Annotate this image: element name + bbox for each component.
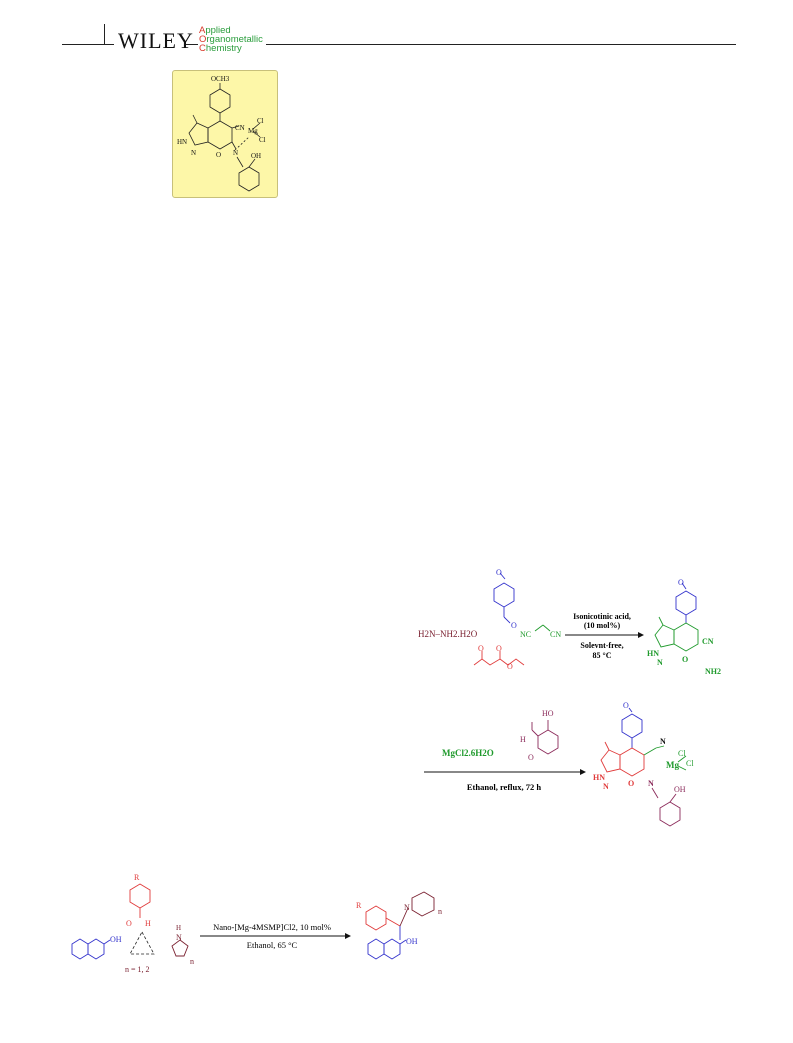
product-n-label: N bbox=[657, 658, 663, 667]
malononitrile-cn-label: CN bbox=[550, 630, 561, 639]
pyran-o-label: O bbox=[216, 151, 221, 159]
complex-methoxy-o-label: O bbox=[623, 701, 629, 710]
cl-bottom-label: Cl bbox=[259, 136, 266, 144]
hydrazine-label: H2N–NH2.H2O bbox=[418, 629, 478, 639]
ketone-o-label: O bbox=[478, 644, 484, 653]
product-hn-label: HN bbox=[647, 649, 659, 658]
product-r-label: R bbox=[356, 901, 362, 910]
catalysis-arrowhead bbox=[345, 933, 351, 939]
complex-cl2-label: Cl bbox=[686, 759, 694, 768]
methoxy-o-label: O bbox=[496, 568, 502, 577]
synthesis-scheme: O O H2N–NH2.H2O NC CN O O O Isonicotinic… bbox=[418, 568, 721, 676]
product-amine-n-label: N bbox=[404, 903, 410, 912]
aldehyde-o-label: O bbox=[511, 621, 517, 630]
complex-n-label: N bbox=[603, 782, 609, 791]
complex-structure-drawing: OCH3 CN Mg Cl Cl HN N O N OH bbox=[177, 75, 266, 192]
ester-o-label: O bbox=[507, 662, 513, 671]
cl-top-label: Cl bbox=[257, 117, 264, 125]
product-nh2-label: NH2 bbox=[705, 667, 721, 676]
complex-o-label: O bbox=[628, 779, 634, 788]
hn-label: HN bbox=[177, 138, 187, 146]
product-methoxy-o-label: O bbox=[678, 578, 684, 587]
component-triangle bbox=[129, 931, 155, 955]
journal-line-2: Organometallic bbox=[199, 34, 263, 45]
complex-cl1-label: Cl bbox=[678, 749, 686, 758]
complex-hn-label: HN bbox=[593, 773, 605, 782]
synthesis-condition-4: 85 °C bbox=[593, 651, 612, 660]
complexation-condition: Ethanol, reflux, 72 h bbox=[467, 782, 542, 792]
complexation-scheme: MgCl2.6H2O HO H O Ethanol, reflux, 72 h … bbox=[424, 701, 694, 827]
mgcl2-label: MgCl2.6H2O bbox=[442, 748, 494, 758]
complex-mg-label: Mg bbox=[666, 760, 679, 770]
journal-title: Applied Organometallic Chemistry bbox=[199, 25, 263, 54]
malononitrile-nc-label: NC bbox=[520, 630, 531, 639]
journal-line-1: Applied bbox=[199, 25, 231, 36]
publisher-logo: WILEY bbox=[118, 28, 194, 53]
naphthol-oh-label: OH bbox=[110, 935, 122, 944]
complex-oh-label: OH bbox=[674, 785, 686, 794]
aldehyde-o-label: O bbox=[126, 919, 132, 928]
journal-line-3: Chemistry bbox=[199, 43, 242, 54]
amine-n-subscript: n bbox=[190, 957, 194, 966]
catalysis-condition-above: Nano-[Mg-4MSMP]Cl2, 10 mol% bbox=[213, 922, 331, 932]
synthesis-condition-1: Isonicotinic acid, bbox=[573, 612, 631, 621]
aldehyde-r-label: R bbox=[134, 873, 140, 882]
header-rule-mid bbox=[186, 44, 198, 45]
aldehyde-h-label: H bbox=[145, 919, 151, 928]
amine-h-label: H bbox=[176, 924, 181, 932]
cn-label: CN bbox=[235, 124, 245, 132]
och3-label: OCH3 bbox=[211, 75, 230, 83]
imine-n-label: N bbox=[233, 149, 238, 157]
salicyl-h-label: H bbox=[520, 735, 526, 744]
pyrazole-n-label: N bbox=[191, 149, 196, 157]
synthesis-condition-3: Solevnt-free, bbox=[580, 641, 623, 650]
header-tick bbox=[104, 24, 105, 44]
complex-n-top-label: N bbox=[660, 737, 666, 746]
synthesis-condition-2: (10 mol%) bbox=[584, 621, 621, 630]
product-cn-label: CN bbox=[702, 637, 714, 646]
n-values-label: n = 1, 2 bbox=[125, 965, 150, 974]
complex-graphic-panel: OCH3 CN Mg Cl Cl HN N O N OH bbox=[172, 70, 278, 198]
complex-imine-n-label: N bbox=[648, 779, 654, 788]
salicyl-o-label: O bbox=[528, 753, 534, 762]
amine-n-label: N bbox=[176, 933, 182, 942]
complexation-arrowhead bbox=[580, 769, 586, 775]
catalysis-scheme: R O H OH H N n n = 1, 2 Nano-[Mg-4MSMP]C… bbox=[71, 873, 442, 974]
product-n-subscript: n bbox=[438, 907, 442, 916]
product-o-label: O bbox=[682, 655, 688, 664]
synthesis-arrowhead bbox=[638, 632, 644, 638]
salicyl-ho-label: HO bbox=[542, 709, 554, 718]
header-rule-left bbox=[62, 44, 114, 45]
mg-label: Mg bbox=[248, 127, 258, 135]
catalysis-condition-below: Ethanol, 65 °C bbox=[247, 940, 298, 950]
oh-label: OH bbox=[251, 152, 261, 160]
header-rule-right bbox=[266, 44, 736, 45]
ester-carbonyl-o-label: O bbox=[496, 644, 502, 653]
product-oh-label: OH bbox=[406, 937, 418, 946]
